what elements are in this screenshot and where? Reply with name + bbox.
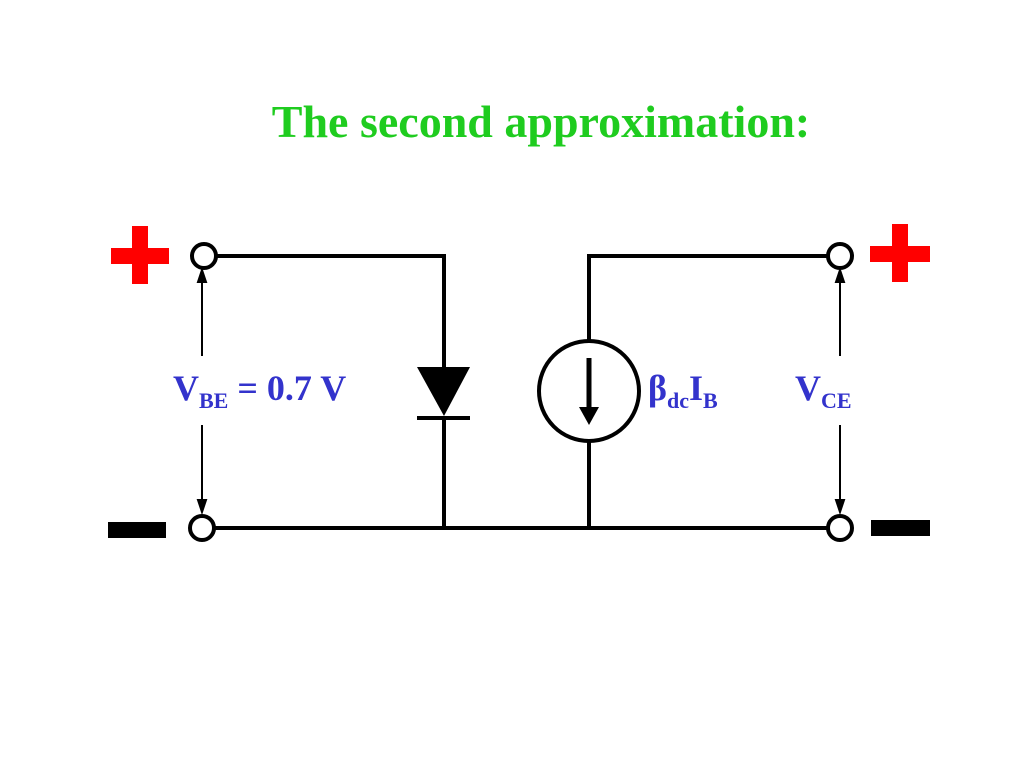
current-subscript: B — [702, 388, 718, 413]
vbe-arrow — [196, 266, 208, 516]
current-symbol: I — [688, 368, 703, 408]
vbe-label: VBE = 0.7 V — [173, 368, 346, 413]
plus-sign-right — [870, 224, 930, 282]
terminal-base-bottom — [188, 514, 216, 542]
vce-main: V — [795, 368, 821, 408]
current-source-symbol — [537, 339, 641, 443]
beta-label: βdcIB — [648, 368, 718, 413]
vbe-value: = 0.7 V — [228, 368, 347, 408]
vce-subscript: CE — [821, 388, 852, 413]
slide-title: The second approximation: — [271, 96, 811, 147]
vce-arrow — [834, 266, 846, 516]
vbe-main: V — [173, 368, 199, 408]
vbe-subscript: BE — [199, 388, 229, 413]
vce-label: VCE — [795, 368, 852, 413]
minus-sign-right — [871, 520, 930, 536]
terminal-collector-top — [826, 242, 854, 270]
beta-symbol: β — [648, 368, 667, 408]
wire-base-top — [216, 254, 446, 367]
minus-sign-left — [108, 522, 166, 538]
beta-subscript: dc — [666, 388, 689, 413]
plus-sign-left — [111, 226, 169, 284]
wires — [214, 254, 827, 530]
wire-collector-top — [587, 254, 827, 340]
terminal-base-top — [190, 242, 218, 270]
diode-symbol — [417, 367, 470, 420]
terminal-collector-bottom — [826, 514, 854, 542]
